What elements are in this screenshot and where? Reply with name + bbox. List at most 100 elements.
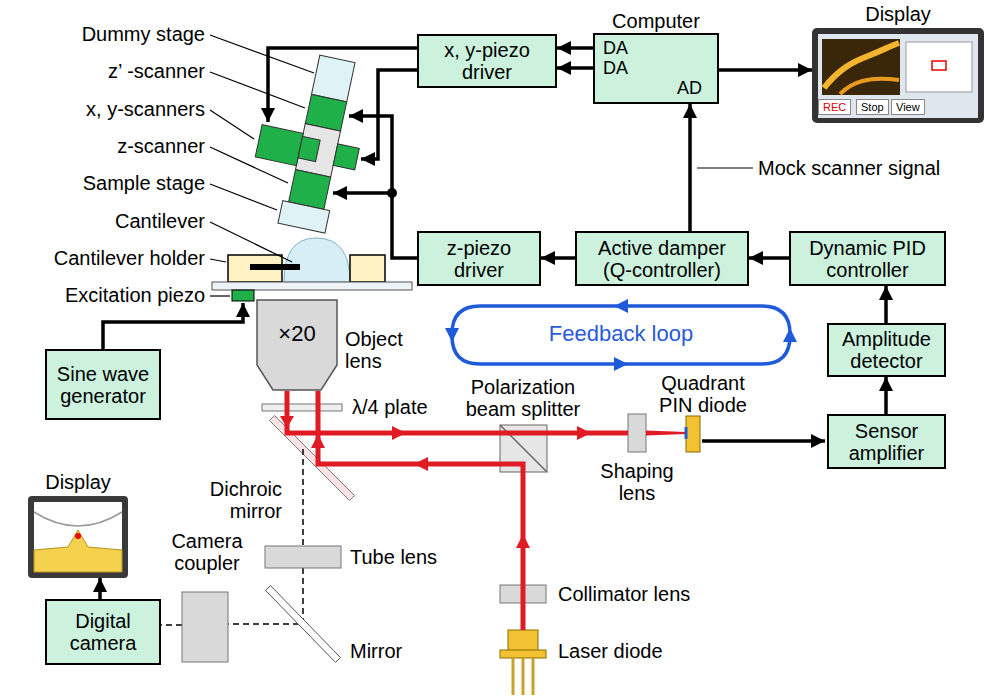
dummy-stage: [312, 55, 356, 102]
laser-diode-pins: [513, 658, 533, 695]
leader-line: [210, 147, 288, 183]
part-label: Quadrant PIN diode: [648, 372, 758, 417]
box-label: Digital camera: [52, 610, 154, 654]
part-label: Tube lens: [350, 546, 460, 568]
drive-wire: [349, 116, 392, 193]
display-monitor: Display: [28, 496, 128, 578]
part-label: Sample stage: [5, 172, 205, 194]
beam-arrow: [516, 534, 530, 548]
laser-diode-flange: [500, 650, 546, 658]
laser-beam: [646, 431, 686, 436]
signal-label: Mock scanner signal: [758, 157, 940, 179]
laser-diode: [508, 630, 538, 652]
button-label: REC: [818, 99, 851, 115]
objective-lens: [257, 300, 337, 390]
box-label: Sensor amplifier: [834, 420, 939, 464]
monitor-screen: [34, 502, 122, 572]
driver-box: x, y-piezo driver: [417, 34, 557, 88]
laser-spot: [75, 533, 81, 539]
process-box: Dynamic PID controller: [789, 231, 946, 286]
objective-lens-node: ×20: [257, 300, 337, 390]
beam-arrow: [311, 434, 325, 448]
scanner-core: [295, 124, 340, 177]
beam-arrow: [280, 416, 294, 428]
part-label: Excitation piezo: [5, 284, 205, 306]
leader-line: [697, 167, 753, 168]
sample-stage: [278, 201, 330, 233]
signal-arrow: [884, 286, 888, 323]
loop-arrowhead: [445, 328, 459, 342]
leader-line: [210, 35, 314, 73]
part-label: Collimator lens: [558, 583, 728, 605]
part-label: Polarization beam splitter: [458, 376, 588, 421]
shaping-lens: [628, 414, 646, 452]
x-scanner: [255, 125, 303, 166]
port-label: AD: [677, 79, 702, 99]
dichroic-mirror: [270, 416, 355, 501]
button-label: Stop: [856, 99, 889, 115]
view-panel: [906, 42, 972, 92]
solution-droplet: [284, 238, 350, 282]
process-box: Sensor amplifier: [827, 414, 946, 469]
laser-beam: [318, 391, 523, 630]
part-label: Cantilever: [5, 210, 205, 232]
pin: [522, 658, 525, 695]
cantilever-holder: [350, 255, 385, 282]
signal-arrow: [688, 104, 692, 231]
signal-wire: [702, 439, 825, 443]
monitor-screen: [818, 34, 978, 118]
camera-path: [161, 624, 182, 626]
part-label: Object lens: [345, 328, 423, 373]
screen-arc: [34, 512, 122, 526]
signal-arrow: [749, 256, 789, 260]
beam-arrow: [577, 426, 591, 440]
afm-feature: [840, 79, 899, 94]
node-heading: Display: [812, 3, 984, 25]
pin: [512, 658, 515, 695]
afm-image: [822, 39, 900, 95]
cantilever-image: [34, 530, 122, 572]
photodiode-face: [685, 427, 688, 439]
part-label: Laser diode: [558, 640, 708, 662]
pin: [532, 658, 535, 695]
y-scanner: [298, 136, 320, 161]
signal-arrow: [557, 66, 593, 70]
quarter-wave-plate: [262, 404, 342, 411]
signal-arrow: [557, 46, 593, 50]
drive-wire: [333, 193, 417, 258]
quadrant-photodiode: [686, 416, 700, 452]
part-label: Dichroic mirror: [190, 478, 282, 523]
part-label: x, y-scanners: [5, 98, 205, 120]
process-box: Active damper (Q-controller): [575, 231, 749, 286]
cantilever: [250, 264, 300, 270]
signal-arrow: [884, 377, 888, 414]
beam-arrow: [392, 426, 406, 440]
tube-lens: [265, 546, 341, 568]
scanner-assembly: [243, 46, 377, 236]
box-label: Sine wave generator: [52, 363, 154, 407]
signal-arrow: [719, 68, 812, 72]
glass-plate: [212, 282, 412, 290]
magnification-label: ×20: [257, 322, 337, 346]
box-label: Active damper (Q-controller): [582, 237, 742, 281]
mirror: [266, 586, 341, 663]
signal-arrow: [98, 578, 102, 599]
button-label: View: [891, 99, 925, 115]
junction-dot: [387, 188, 397, 198]
monitor-frame: [28, 496, 128, 578]
part-label: Feedback loop: [521, 322, 721, 347]
feedback-loop: [452, 306, 790, 364]
node-heading: Display: [28, 471, 128, 493]
process-box: Amplitude detector: [827, 323, 946, 377]
computer-box: ComputerDADAAD: [593, 33, 719, 104]
part-label: Cantilever holder: [5, 247, 205, 269]
part-label: z-scanner: [5, 135, 205, 157]
part-label: Camera coupler: [155, 530, 259, 575]
box-label: Dynamic PID controller: [796, 237, 939, 281]
display-monitor: DisplayRECStopView: [812, 28, 984, 123]
camera-path: [302, 449, 304, 546]
box-label: Amplitude detector: [834, 328, 939, 372]
part-label: λ/4 plate: [352, 396, 452, 418]
y-scanner: [333, 144, 359, 170]
